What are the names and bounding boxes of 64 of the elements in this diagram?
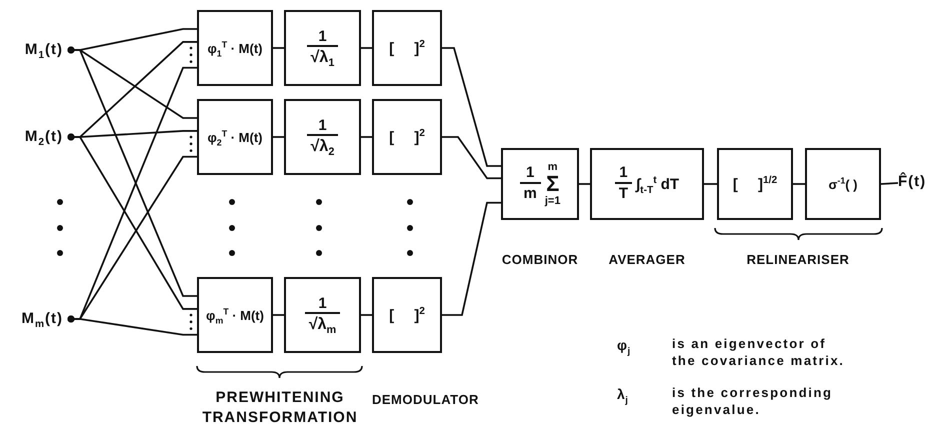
section-label: DEMODULATOR	[372, 392, 479, 409]
connector-line	[442, 136, 501, 180]
formula-text: j=1	[544, 195, 560, 208]
formula-text: 1	[317, 296, 328, 312]
formula-text: √λ$_{2}$	[306, 134, 338, 156]
process-box	[284, 99, 361, 175]
process-box	[372, 99, 442, 175]
process-box	[197, 99, 273, 175]
section-label: AVERAGER	[608, 252, 686, 269]
formula-text: [ ]$^{1/2}$	[732, 176, 778, 192]
formula-text: 1	[525, 165, 536, 182]
formula-text: m	[520, 182, 541, 203]
connector-line	[273, 47, 284, 49]
connector-line	[793, 183, 805, 185]
formula-text: √λ$_{m}$	[304, 312, 340, 334]
note-text: is an eigenvector of the covariance matrix.	[672, 336, 846, 370]
connector-line	[361, 136, 372, 138]
note-text: λ$_{j}$	[617, 385, 628, 404]
connector-line	[273, 314, 284, 316]
process-box	[284, 277, 361, 353]
formula-text: [ ]$^{2}$	[389, 128, 425, 146]
formula-text: [ ]$^{2}$	[389, 40, 425, 56]
connector-line	[442, 47, 501, 167]
process-box	[284, 10, 361, 86]
formula-text: T	[614, 182, 632, 203]
note-text: is the corresponding eigenvalue.	[672, 385, 834, 419]
formula-text: σ$^{-1}$( )	[828, 176, 858, 192]
section-label: RELINEARISER	[746, 252, 850, 269]
note-text: φ$_{j}$	[617, 336, 631, 354]
formula-text: ∫$_{t-T}$$^{t}$ dT	[636, 176, 680, 192]
formula-text: 1	[317, 118, 328, 134]
process-box	[501, 148, 579, 220]
formula-text: m	[548, 160, 558, 173]
formula-text: √λ$_{1}$	[306, 45, 338, 68]
process-box	[372, 10, 442, 86]
connector-line	[68, 46, 197, 297]
signal-label: F̂(t)	[898, 172, 942, 194]
formula-text: [ ]$^{2}$	[389, 306, 425, 324]
process-box	[372, 277, 442, 353]
formula-text: Σ	[546, 173, 560, 195]
formula-text: φ$_{1}$$^{T}$ · M(t)	[207, 40, 262, 56]
process-box	[590, 148, 704, 220]
connector-line	[361, 314, 372, 316]
connector-line	[880, 182, 898, 185]
process-box	[805, 148, 881, 220]
connector-line	[361, 47, 372, 49]
process-box	[717, 148, 793, 220]
signal-label: M$_{m}$(t)	[6, 309, 68, 329]
connector-line	[68, 316, 197, 336]
section-label: PREWHITENING TRANSFORMATION	[201, 388, 359, 427]
process-box	[197, 277, 273, 353]
formula-text: φ$_{2}$$^{T}$ · M(t)	[207, 130, 262, 144]
formula-text: 1	[317, 28, 328, 46]
section-label: COMBINOR	[500, 252, 580, 269]
formula-text: φ$_{m}$$^{T}$ · M(t)	[206, 308, 264, 322]
connector-line	[273, 136, 284, 138]
connector-line	[704, 183, 717, 185]
connector-line	[442, 202, 501, 316]
connector-line	[68, 134, 197, 310]
signal-label: M$_{1}$(t)	[6, 40, 68, 60]
connector-line	[579, 183, 590, 185]
signal-label: M$_{2}$(t)	[6, 127, 68, 147]
formula-text: 1	[618, 165, 629, 182]
process-box	[197, 10, 273, 86]
